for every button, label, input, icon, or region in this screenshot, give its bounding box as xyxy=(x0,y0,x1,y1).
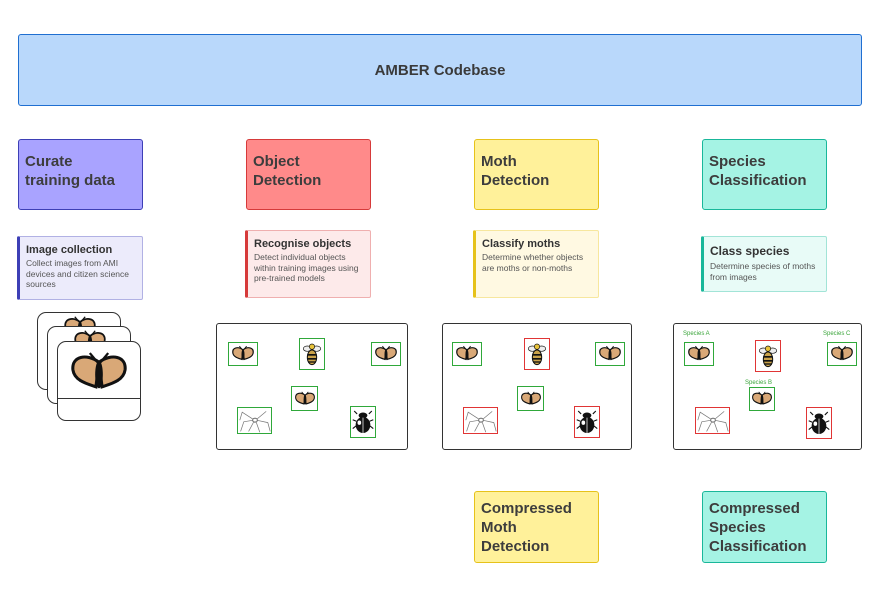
card-description: Determine whether objects are moths or n… xyxy=(482,252,584,273)
non-moth-box xyxy=(695,407,730,434)
card-description: Determine species of moths from images xyxy=(710,261,816,282)
species-label-c: Species C xyxy=(823,331,851,337)
compressed-species-classification: Compressed Species Classification xyxy=(702,491,827,563)
stage-label-line1: Curate xyxy=(25,153,73,170)
compressed-moth-detection: Compressed Moth Detection xyxy=(474,491,599,563)
detection-box xyxy=(299,338,325,370)
non-moth-box xyxy=(755,340,781,372)
panel-object-detection xyxy=(216,323,408,450)
card-title: Image collection xyxy=(26,244,113,256)
moth-icon xyxy=(687,345,711,363)
detection-box xyxy=(237,407,272,434)
detection-box xyxy=(291,386,318,411)
non-moth-box xyxy=(574,406,600,438)
card-recognise-objects: Recognise objects Detect individual obje… xyxy=(245,230,371,298)
stage-moth-detection: Moth Detection xyxy=(474,139,599,210)
species-label-b: Species B xyxy=(745,380,773,386)
moth-box xyxy=(517,386,544,411)
species-box xyxy=(684,342,714,366)
panel-moth-detection xyxy=(442,323,632,450)
compressed-label-line3: Classification xyxy=(709,538,807,555)
panel-species-classification: Species A Species C Species B xyxy=(673,323,862,450)
amber-codebase-banner: AMBER Codebase xyxy=(18,34,862,106)
moth-icon xyxy=(830,345,854,363)
compressed-label-line2: Moth xyxy=(481,519,517,536)
image-divider xyxy=(58,398,140,399)
moth-icon xyxy=(751,389,773,409)
bee-icon xyxy=(302,340,322,368)
card-image-collection: Image collection Collect images from AMI… xyxy=(17,236,143,300)
compressed-label-line1: Compressed xyxy=(709,500,800,517)
bee-icon xyxy=(527,340,547,368)
stage-label-line1: Moth xyxy=(481,153,517,170)
detection-box xyxy=(350,406,376,438)
moth-icon xyxy=(294,389,316,409)
beetle-icon xyxy=(352,409,374,435)
moth-icon xyxy=(598,345,622,363)
moth-icon xyxy=(231,345,255,363)
spider-icon xyxy=(239,409,271,433)
card-title: Class species xyxy=(710,244,790,258)
card-description: Collect images from AMI devices and citi… xyxy=(26,258,130,289)
detection-box xyxy=(371,342,401,366)
stage-label-line2: Detection xyxy=(253,172,322,189)
moth-icon xyxy=(71,351,127,390)
compressed-label-line1: Compressed xyxy=(481,500,572,517)
non-moth-box xyxy=(463,407,498,434)
stage-label-line2: Detection xyxy=(481,172,550,189)
card-classify-moths: Classify moths Determine whether objects… xyxy=(473,230,599,298)
stage-object-detection: Object Detection xyxy=(246,139,371,210)
non-moth-box xyxy=(524,338,550,370)
spider-icon xyxy=(465,409,497,433)
moth-icon xyxy=(374,345,398,363)
card-class-species: Class species Determine species of moths… xyxy=(701,236,827,292)
spider-icon xyxy=(697,409,729,433)
card-title: Classify moths xyxy=(482,238,561,250)
bee-icon xyxy=(758,342,778,370)
species-box xyxy=(749,387,775,411)
stage-label-line2: Classification xyxy=(709,172,807,189)
card-description: Detect individual objects within trainin… xyxy=(254,252,359,283)
moth-icon xyxy=(455,345,479,363)
species-label-a: Species A xyxy=(683,331,710,337)
stage-species-classification: Species Classification xyxy=(702,139,827,210)
detection-box xyxy=(228,342,258,366)
species-box xyxy=(827,342,857,366)
non-moth-box xyxy=(806,407,832,439)
moth-icon xyxy=(520,389,542,409)
banner-title: AMBER Codebase xyxy=(374,61,506,79)
stage-label-line2: training data xyxy=(25,172,116,189)
compressed-label-line3: Detection xyxy=(481,538,550,555)
moth-box xyxy=(452,342,482,366)
image-stack-front xyxy=(57,341,141,421)
moth-box xyxy=(595,342,625,366)
stage-curate-training-data: Curate training data xyxy=(18,139,143,210)
stage-label-line1: Species xyxy=(709,153,766,170)
card-title: Recognise objects xyxy=(254,238,352,250)
compressed-label-line2: Species xyxy=(709,519,766,536)
beetle-icon xyxy=(576,409,598,435)
stage-label-line1: Object xyxy=(253,153,300,170)
beetle-icon xyxy=(808,410,830,436)
